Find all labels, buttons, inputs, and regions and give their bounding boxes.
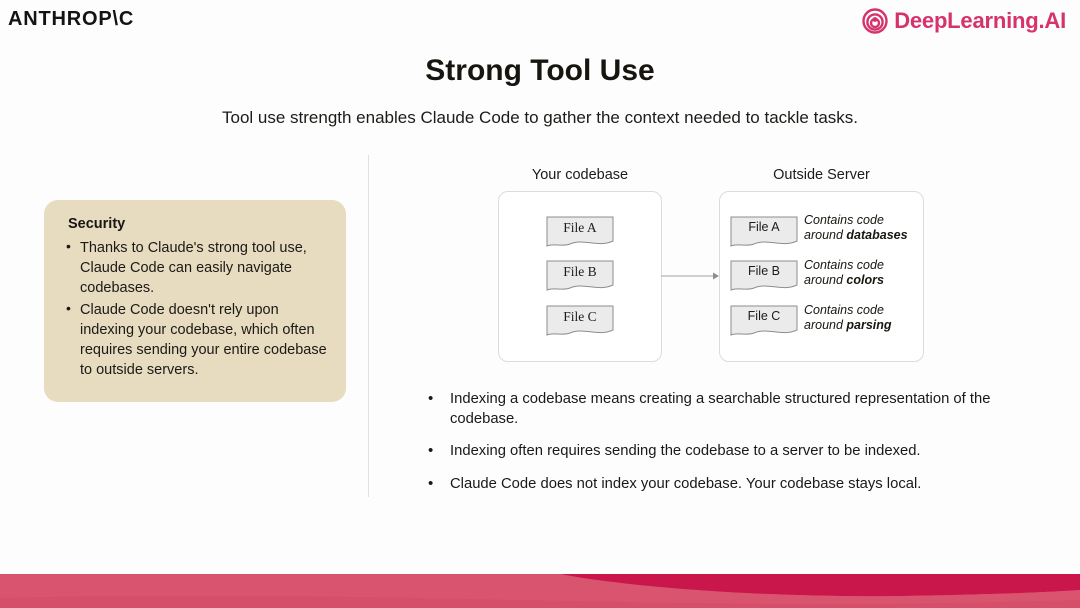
file-card-label: File C (563, 309, 597, 324)
file-description-prefix: Contains code around (804, 213, 884, 243)
page-subtitle: Tool use strength enables Claude Code to… (221, 108, 859, 127)
file-card: File B (730, 260, 798, 293)
security-callout: Security Thanks to Claude's strong tool … (44, 200, 346, 402)
file-card-label: File A (748, 220, 780, 234)
vertical-divider (368, 155, 369, 497)
list-item: Indexing a codebase means creating a sea… (424, 389, 1004, 429)
file-card: File C (546, 305, 614, 338)
deeplearning-ai-wordmark: DeepLearning.AI (894, 8, 1066, 33)
file-description-prefix: Contains code around (804, 258, 884, 288)
file-description-prefix: Contains code around (804, 303, 884, 333)
spiral-icon (862, 8, 888, 34)
connector-arrow-icon (661, 268, 721, 286)
file-card-label: File B (748, 264, 780, 278)
file-card: File B (546, 260, 614, 293)
file-description: Contains code around databases (804, 213, 922, 244)
security-heading: Security (68, 216, 126, 232)
deeplearning-ai-logo: DeepLearning.AI (862, 8, 1066, 34)
file-card-label: File C (747, 309, 781, 323)
bottom-bullet-list: Indexing a codebase means creating a sea… (424, 389, 1004, 508)
anthropic-logo: ANTHROP\C (8, 8, 135, 30)
file-description-keyword: colors (846, 273, 884, 288)
file-card: File A (546, 216, 614, 249)
right-panel-label: Outside Server (773, 167, 870, 183)
file-description-keyword: parsing (846, 318, 892, 333)
list-item: Indexing often requires sending the code… (424, 441, 1004, 462)
left-panel-label: Your codebase (531, 167, 629, 183)
file-description: Contains code around colors (804, 258, 922, 289)
file-card-label: File A (563, 220, 597, 235)
file-card: File C (730, 305, 798, 338)
list-item: Thanks to Claude's strong tool use, Clau… (66, 237, 328, 298)
footer-wave-decoration (0, 548, 1080, 608)
file-description: Contains code around parsing (804, 303, 922, 334)
list-item: Claude Code does not index your codebase… (424, 474, 1004, 495)
list-item: Claude Code doesn't rely upon indexing y… (66, 299, 328, 380)
page-title: Strong Tool Use (425, 54, 655, 87)
file-description-keyword: databases (846, 228, 908, 243)
file-card: File A (730, 216, 798, 249)
security-bullet-list: Thanks to Claude's strong tool use, Clau… (58, 237, 328, 380)
file-card-label: File B (563, 264, 597, 279)
